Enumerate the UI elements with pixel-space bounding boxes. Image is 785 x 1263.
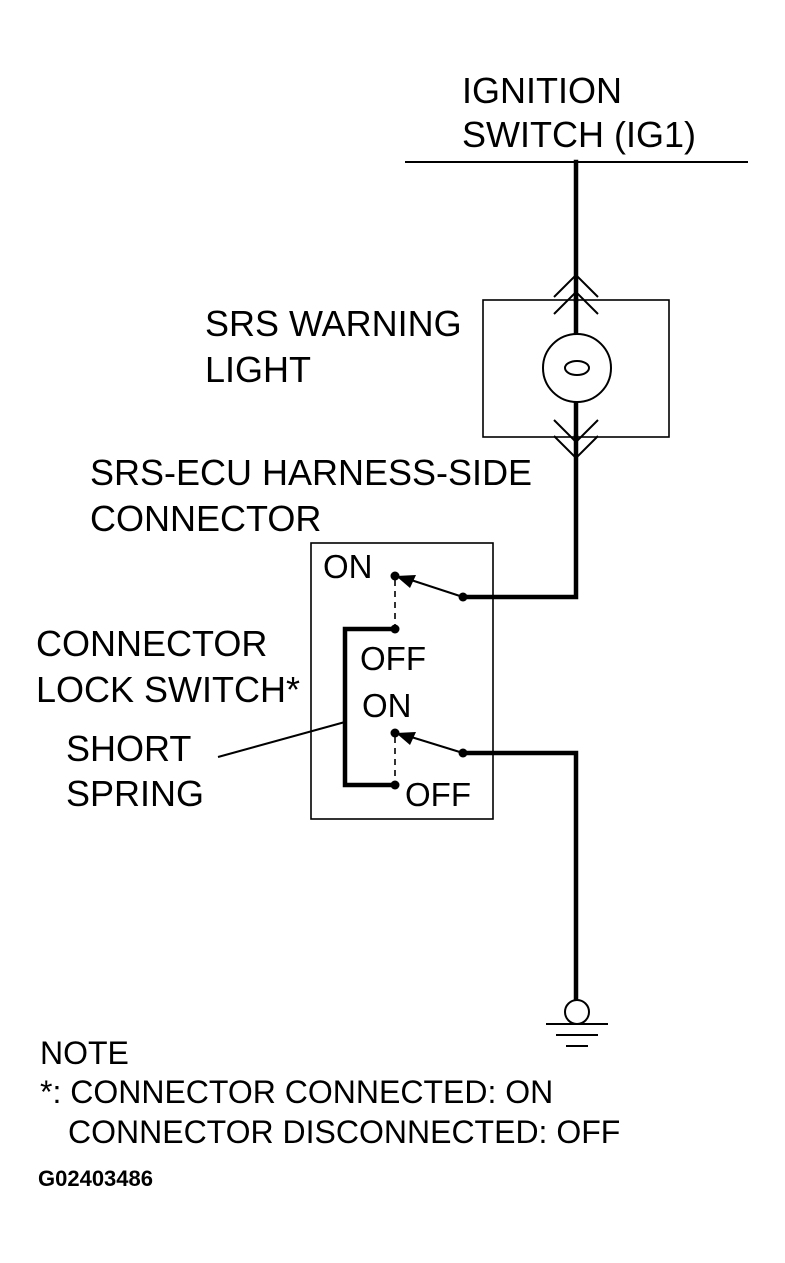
short-spring-label-line1: SHORT xyxy=(66,728,191,769)
switch-to-ground-wire xyxy=(460,750,579,1003)
upper-on-label: ON xyxy=(323,548,373,585)
note-line2: CONNECTOR DISCONNECTED: OFF xyxy=(68,1114,620,1150)
short-spring-bracket xyxy=(342,626,398,788)
short-spring-label-line2: SPRING xyxy=(66,773,204,814)
warning-light-label-line2: LIGHT xyxy=(205,349,311,390)
connector-label-line2: CONNECTOR xyxy=(90,498,321,539)
connector-housing-box xyxy=(310,542,494,820)
note-line1: *: CONNECTOR CONNECTED: ON xyxy=(40,1074,553,1110)
connector-chevron-top-icon xyxy=(553,273,599,315)
spring-leader-line xyxy=(217,721,346,758)
light-to-switch-wire xyxy=(460,434,579,600)
lower-on-label: ON xyxy=(362,687,412,724)
ignition-label-line1: IGNITION xyxy=(462,70,622,111)
lock-switch-label-line1: CONNECTOR xyxy=(36,623,267,664)
upper-switch xyxy=(390,571,468,634)
lower-off-label: OFF xyxy=(405,776,471,813)
connector-label-line1: SRS-ECU HARNESS-SIDE xyxy=(90,452,532,493)
ground-icon xyxy=(546,999,608,1047)
lock-switch-label-line2: LOCK SWITCH* xyxy=(36,669,300,710)
figure-code: G02403486 xyxy=(38,1166,153,1191)
warning-lamp-icon xyxy=(542,333,612,403)
note-title: NOTE xyxy=(40,1035,129,1071)
warning-light-label-line1: SRS WARNING xyxy=(205,303,462,344)
upper-off-label: OFF xyxy=(360,640,426,677)
ignition-label-line2: SWITCH (IG1) xyxy=(462,114,696,155)
